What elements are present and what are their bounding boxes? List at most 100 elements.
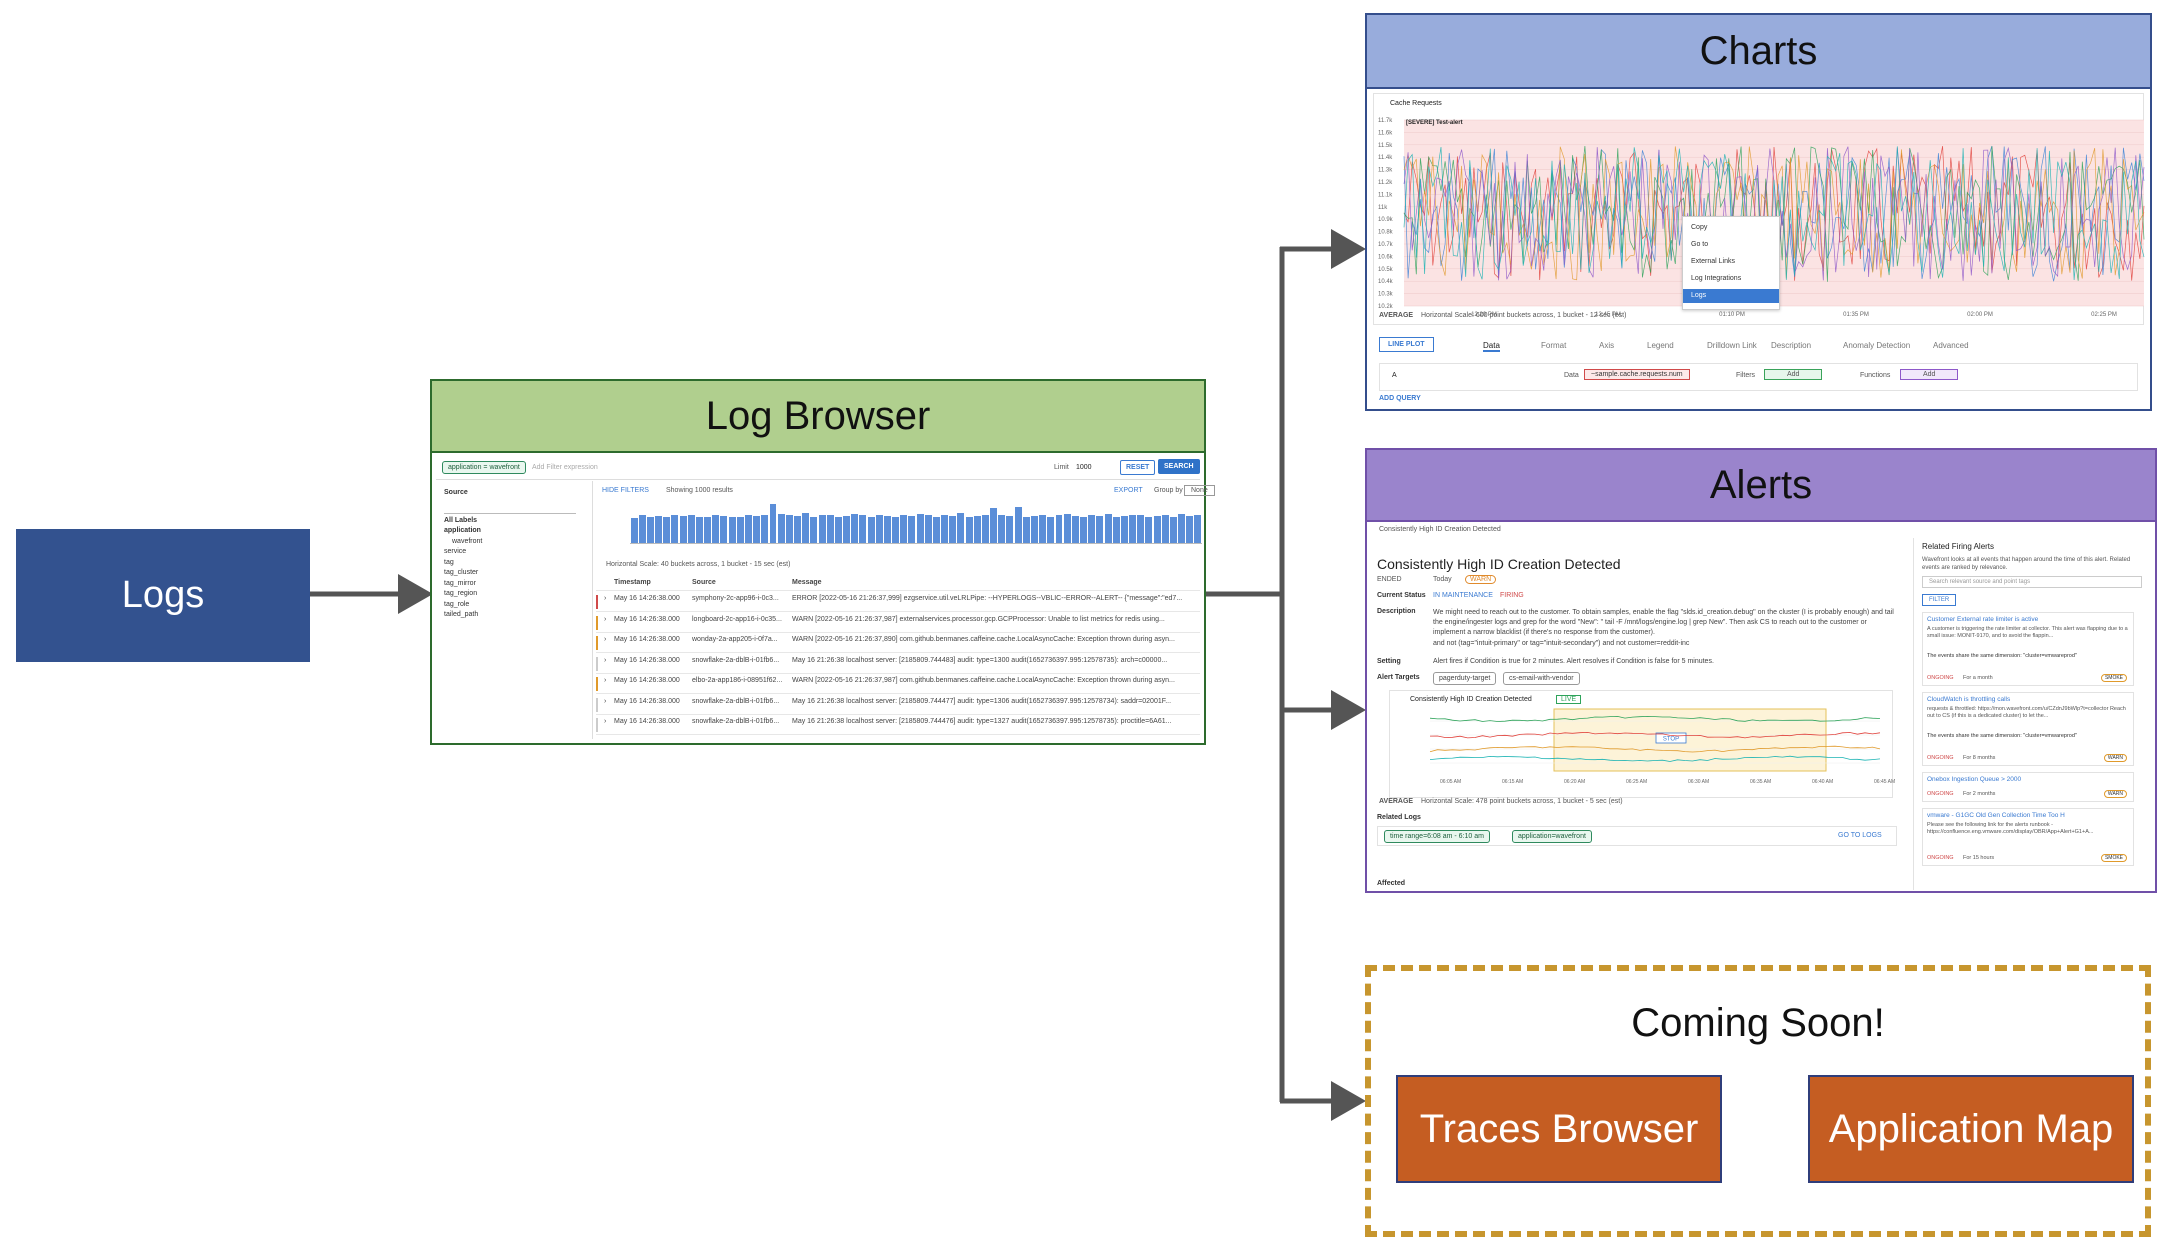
row-message: May 16 21:26:38 localhost server: [21858…: [792, 718, 1172, 725]
go-to-logs-link[interactable]: GO TO LOGS: [1838, 832, 1882, 839]
chevron-right-icon[interactable]: ›: [604, 615, 607, 623]
related-alert-body: requests & throttled: https://mon.wavefr…: [1927, 706, 2126, 719]
functions-label: Functions: [1860, 372, 1891, 379]
filters-add-button[interactable]: Add: [1764, 369, 1823, 380]
histogram-bar: [973, 515, 981, 543]
add-query-button[interactable]: ADD QUERY: [1379, 395, 1421, 402]
related-alert-card[interactable]: Customer External rate limiter is active…: [1922, 612, 2134, 686]
alert-target-chip[interactable]: cs-email-with-vendor: [1503, 672, 1580, 685]
histogram-bar: [769, 503, 777, 543]
tab-axis[interactable]: Axis: [1599, 341, 1615, 350]
chevron-right-icon[interactable]: ›: [604, 595, 607, 602]
histogram-bar: [1088, 515, 1096, 543]
query-metric-input[interactable]: ~sample.cache.requests.num: [1584, 369, 1690, 380]
label-item[interactable]: tag: [444, 558, 454, 566]
group-by-select[interactable]: None: [1184, 485, 1215, 496]
x-tick-label: 02:25 PM: [2091, 312, 2117, 318]
context-menu-item[interactable]: Log Integrations: [1691, 275, 1742, 282]
chevron-right-icon[interactable]: ›: [604, 636, 607, 643]
histogram-bar: [957, 513, 965, 543]
histogram-bar: [1055, 515, 1063, 543]
export-button[interactable]: EXPORT: [1114, 487, 1143, 494]
query-name[interactable]: A: [1392, 372, 1397, 379]
chevron-right-icon[interactable]: ›: [604, 718, 607, 725]
related-filter-button[interactable]: FILTER: [1922, 594, 1957, 606]
context-menu-item[interactable]: Logs: [1683, 289, 1779, 303]
related-alert-card[interactable]: CloudWatch is throttling calls requests &…: [1922, 692, 2134, 766]
label-item[interactable]: wavefront: [452, 537, 483, 545]
tab-data[interactable]: Data: [1483, 341, 1500, 352]
chart-average-label: AVERAGE: [1379, 312, 1414, 319]
row-divider: [596, 631, 1200, 633]
mini-x-tick-label: 06:15 AM: [1502, 779, 1523, 785]
stop-button[interactable]: [1655, 732, 1687, 744]
label-item[interactable]: tag_mirror: [444, 579, 476, 587]
tab-legend[interactable]: Legend: [1647, 341, 1674, 350]
row-severity-stripe: [596, 677, 598, 691]
source-select[interactable]: [444, 503, 576, 514]
y-tick-label: 11.7k: [1378, 118, 1393, 124]
row-severity-stripe: [596, 697, 598, 712]
reset-button[interactable]: RESET: [1120, 460, 1156, 475]
filter-chip[interactable]: application = wavefront: [442, 461, 526, 474]
table-header-cell[interactable]: Source: [692, 579, 716, 586]
tab-anomaly-detection[interactable]: Anomaly Detection: [1843, 341, 1911, 350]
label-item[interactable]: tag_region: [444, 590, 478, 597]
hide-filters-link[interactable]: HIDE FILTERS: [602, 487, 649, 494]
query-data-label: Data: [1564, 372, 1579, 379]
table-header-cell[interactable]: Message: [792, 579, 822, 586]
tab-description[interactable]: Description: [1771, 341, 1812, 350]
related-alert-title[interactable]: Onebox Ingestion Queue > 2000: [1927, 776, 2022, 783]
context-menu-item[interactable]: Copy: [1691, 224, 1708, 231]
live-badge[interactable]: LIVE: [1556, 695, 1582, 704]
filter-input[interactable]: Add Filter expression: [532, 464, 598, 471]
label-item[interactable]: application: [444, 527, 481, 534]
application-chip[interactable]: application=wavefront: [1512, 830, 1592, 843]
histogram-bar: [1169, 517, 1177, 543]
context-menu-item[interactable]: External Links: [1691, 258, 1735, 265]
table-header-cell[interactable]: Timestamp: [614, 579, 651, 586]
related-alert-dimension: The events share the same dimension: "cl…: [1927, 653, 2077, 659]
label-item[interactable]: tag_role: [444, 600, 470, 608]
search-button[interactable]: SEARCH: [1158, 459, 1200, 474]
mini-x-tick-label: 06:20 AM: [1564, 779, 1585, 785]
tab-drilldown-link[interactable]: Drilldown Link: [1707, 341, 1757, 350]
tab-advanced[interactable]: Advanced: [1933, 341, 1969, 350]
histogram-bar: [834, 517, 842, 543]
tab-format[interactable]: Format: [1541, 341, 1567, 350]
label-item[interactable]: tag_cluster: [444, 569, 479, 576]
label-item[interactable]: tailed_path: [444, 611, 479, 618]
plot-type-select[interactable]: LINE PLOT: [1379, 337, 1434, 352]
x-tick-label: 12:45 PM: [1595, 312, 1621, 318]
related-alert-title[interactable]: CloudWatch is throttling calls: [1927, 696, 2011, 703]
chevron-right-icon[interactable]: ›: [604, 677, 607, 684]
functions-add-button[interactable]: Add: [1900, 369, 1959, 380]
traces-browser-box: Traces Browser: [1396, 1075, 1722, 1183]
related-alert-badge: WARN: [2103, 790, 2127, 798]
time-range-chip[interactable]: time range=6:08 am - 6:10 am: [1384, 830, 1490, 843]
alert-description-condition: and not (tag="intuit-primary" or tag="in…: [1433, 640, 1690, 647]
related-alert-title[interactable]: Customer External rate limiter is active: [1927, 616, 2039, 623]
alert-breadcrumb[interactable]: Consistently High ID Creation Detected: [1379, 526, 1501, 533]
related-alert-title[interactable]: vmware - G1GC Old Gen Collection Time To…: [1927, 812, 2065, 819]
label-list: application wavefront service tag tag_cluste…: [436, 527, 586, 677]
related-search-input[interactable]: Search relevant source and point tags: [1922, 576, 2142, 588]
showing-count: Showing 1000 results: [666, 487, 733, 494]
related-alert-card[interactable]: vmware - G1GC Old Gen Collection Time To…: [1922, 808, 2134, 866]
alert-target-chip[interactable]: pagerduty-target: [1433, 672, 1497, 685]
label-item[interactable]: service: [444, 548, 467, 555]
chevron-right-icon[interactable]: ›: [604, 656, 607, 664]
log-browser-panel: Log Browser application = wavefront Add …: [430, 379, 1215, 745]
limit-input[interactable]: 1000: [1076, 464, 1092, 471]
chevron-right-icon[interactable]: ›: [604, 697, 607, 705]
